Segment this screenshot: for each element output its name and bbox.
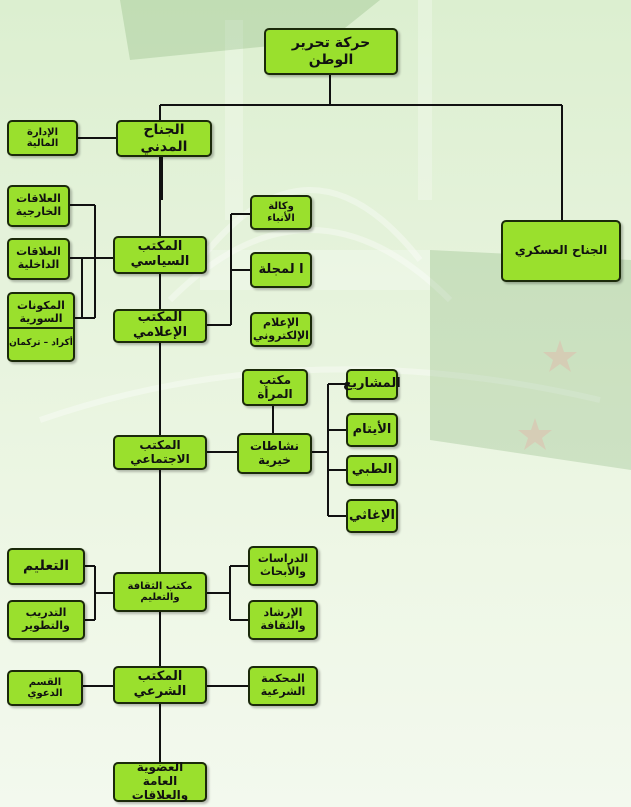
syrian-components-divider [7,327,75,329]
node-medical: الطبي [346,455,398,486]
node-political-office: المكتب السياسي [113,236,207,274]
node-military-wing: الجناح العسكري [501,220,621,282]
syrian-components-sub: أكراد – تركمان [9,338,73,348]
node-membership: العضوية العامة والعلاقات [113,760,207,802]
node-root: حركة تحرير الوطن [264,28,398,75]
syrian-components-label: المكونات السورية [17,299,65,325]
node-magazine: ا لمجلة [250,252,312,288]
node-civil-wing: الجناح المدني [116,120,212,157]
node-relief: الإغاثي [346,499,398,533]
node-news-agency: وكالة الأنباء [250,195,312,230]
node-e-media: الإعلام الإلكتروني [250,312,312,347]
node-sharia-office: المكتب الشرعي [113,666,207,704]
node-guidance: الإرشاد والثقافة [248,600,318,640]
node-studies: الدراسات والأبحاث [248,546,318,586]
node-sharia-court: المحكمة الشرعية [248,666,318,706]
node-foreign-relations: العلاقات الخارجية [7,185,70,227]
node-women-office: مكتب المرأة [242,369,308,406]
node-education: التعليم [7,548,85,585]
node-finance: الإدارة المالية [7,120,78,156]
node-charity: نشاطات خيرية [237,433,312,474]
node-training: التدريب والتطوير [7,600,85,640]
node-media-office: المكتب الإعلامي [113,309,207,343]
node-dawah: القسم الدعوي [7,670,83,706]
node-projects: المشاريع [343,369,401,400]
node-internal-relations: العلاقات الداخلية [7,238,70,280]
node-social-office: المكتب الاجتماعي [113,435,207,470]
node-culture-office: مكتب الثقافة والتعليم [113,572,207,612]
node-orphans: الأيتام [346,413,398,447]
